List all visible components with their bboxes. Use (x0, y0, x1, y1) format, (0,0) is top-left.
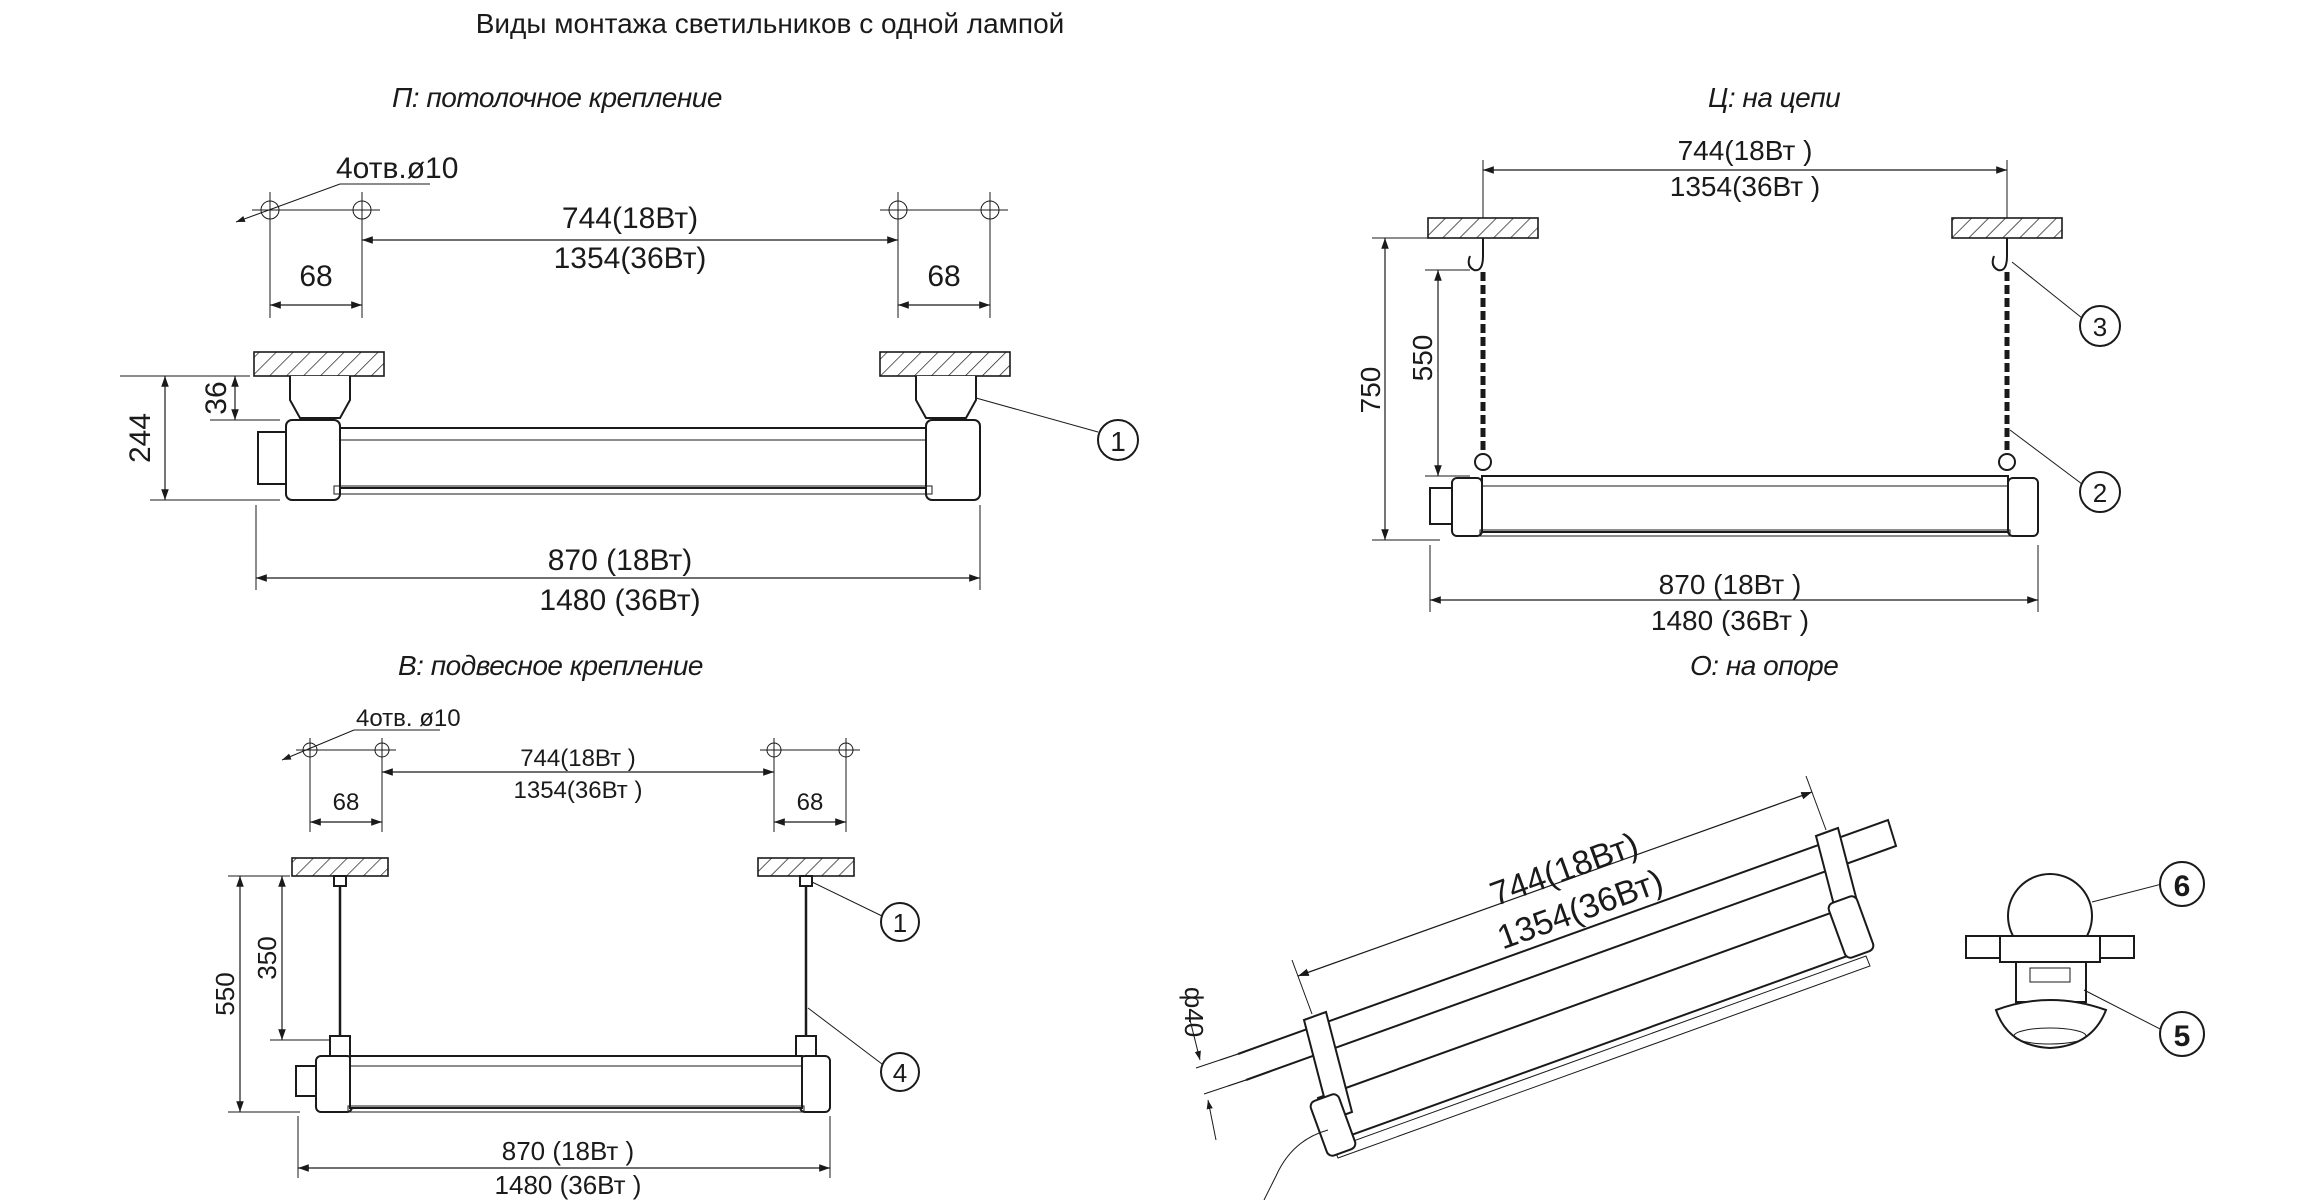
hole-pattern-top (281, 729, 860, 832)
callout-5-label: 5 (2174, 1020, 2191, 1053)
length-18-label: 870 (18Вт) (548, 544, 693, 577)
hole-pattern-top (235, 183, 1008, 318)
holes-label: 4отв. ø10 (356, 705, 461, 732)
end-cap-right (799, 1055, 831, 1113)
cable-gland (1429, 487, 1455, 525)
callout-1-bubble (880, 902, 920, 942)
span-36-label: 1354(36Вт ) (1670, 171, 1820, 202)
end-cap-left (1451, 477, 1483, 537)
clamp-bolt-right (2099, 935, 2135, 959)
callout-3-bubble (2079, 305, 2121, 347)
end-cap-right (2007, 477, 2039, 537)
diffuser-strip (1479, 529, 2011, 537)
clamp-left (1302, 1010, 1354, 1122)
end-cap-right (1827, 895, 1875, 959)
callout-5-bubble (2159, 1011, 2205, 1057)
diffuser-strip (347, 1105, 805, 1113)
lamp-housing (339, 427, 927, 489)
span-18-label: 744(18Вт ) (1678, 135, 1813, 166)
callout-2-bubble (2079, 471, 2121, 513)
span-36-label: 1354(36Вт) (554, 242, 707, 275)
view-pole-mount: 744(18Вт) 1354(36Вт) ф40 6 5 (1179, 775, 2205, 1200)
callout-1-label: 1 (1110, 426, 1126, 457)
span-18-label: 744(18Вт ) (520, 745, 636, 772)
length-18-label: 870 (18Вт ) (1659, 569, 1802, 600)
height-chain-label: 550 (1407, 335, 1438, 382)
clamp-bolt-left (1965, 935, 2001, 959)
length-36-label: 1480 (36Вт ) (495, 1170, 642, 1200)
height-rod-label: 350 (252, 936, 282, 979)
callout-4-label: 4 (893, 1058, 907, 1088)
end-cap-left (1309, 1093, 1357, 1157)
diffuser-strip (1333, 955, 1871, 1159)
view-title-suspended: В: подвесное крепление (398, 650, 703, 681)
hole-pitch-right: 68 (927, 260, 960, 293)
height-total-label: 550 (210, 972, 240, 1015)
diffuser-strip (333, 485, 933, 495)
view-chain-mount: 744(18Вт ) 1354(36Вт ) 750 550 870 (18Вт… (1355, 135, 2121, 636)
length-36-label: 1480 (36Вт ) (1651, 605, 1809, 636)
lamp-housing (1481, 475, 2009, 533)
lamp-housing (349, 1055, 803, 1109)
hook-right (1991, 238, 2008, 272)
callout-6-label: 6 (2174, 870, 2191, 903)
cable-gland (295, 1065, 319, 1097)
view-title-chain: Ц: на цепи (1708, 82, 1841, 113)
height-total-label: 244 (124, 413, 157, 463)
length-18-label: 870 (18Вт ) (502, 1136, 634, 1166)
view-suspended-mount: 4отв. ø10 744(18Вт ) 1354(36Вт ) 68 68 5… (210, 705, 920, 1200)
hook-left (1467, 238, 1484, 272)
end-cap-right (925, 419, 981, 501)
bracket-right (915, 376, 977, 419)
cable-gland (257, 431, 289, 485)
view-title-pole: О: на опоре (1690, 650, 1839, 681)
callout-3-label: 3 (2093, 312, 2107, 342)
callout-1-label: 1 (893, 908, 907, 938)
hole-pitch-left: 68 (299, 260, 332, 293)
height-total-label: 750 (1355, 367, 1386, 414)
holes-label: 4отв.ø10 (336, 152, 458, 185)
end-cap-left (285, 419, 341, 501)
view-title-ceiling: П: потолочное крепление (392, 82, 722, 113)
span-18-label: 744(18Вт) (562, 202, 698, 235)
end-cap-left (315, 1055, 353, 1113)
hole-pitch-left: 68 (333, 789, 360, 816)
callout-4-bubble (880, 1052, 920, 1092)
hole-pitch-right: 68 (797, 789, 824, 816)
callout-6-bubble (2159, 861, 2205, 907)
pipe-diameter-label: ф40 (1179, 987, 1209, 1037)
clamp-band (1999, 935, 2101, 963)
bracket-left (289, 376, 351, 419)
span-36-label: 1354(36Вт ) (514, 777, 643, 804)
length-36-label: 1480 (36Вт) (539, 584, 700, 617)
callout-2-label: 2 (2093, 478, 2107, 508)
callout-1-bubble (1097, 419, 1139, 461)
lamp-section (1994, 999, 2108, 1050)
view-ceiling-mount: 4отв.ø10 744(18Вт) 1354(36Вт) 68 68 36 2… (120, 152, 1139, 617)
cable (1263, 1129, 1329, 1200)
page-title: Виды монтажа светильников с одной лампой (475, 8, 1065, 39)
height-bracket-label: 36 (200, 381, 233, 414)
